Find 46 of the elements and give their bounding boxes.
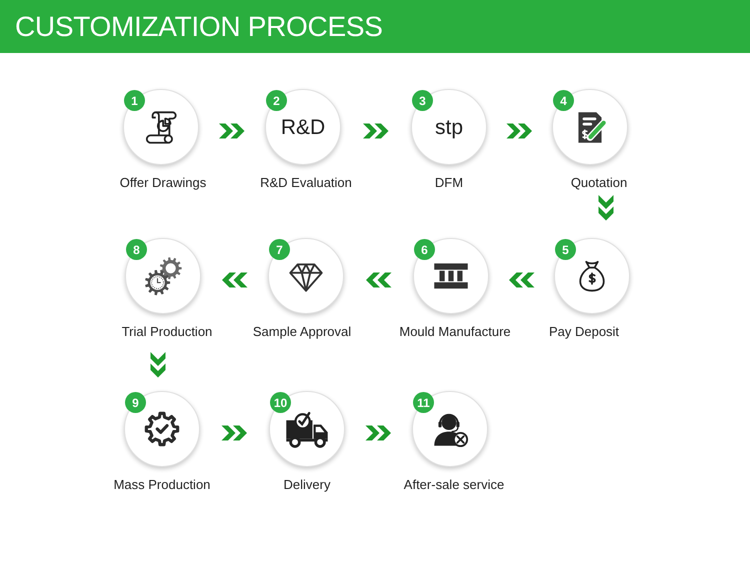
step-circle	[413, 238, 489, 314]
double-chevron-arrow	[222, 272, 248, 288]
step-circle	[125, 238, 201, 314]
step-caption: Quotation	[570, 175, 628, 191]
step-circle	[269, 391, 345, 467]
step-caption: DFM	[434, 175, 464, 191]
step-caption: After-sale service	[404, 477, 504, 493]
step-number-badge: 7	[269, 239, 290, 260]
double-chevron-arrow	[509, 272, 534, 288]
step-circle	[265, 89, 341, 165]
step-circle	[552, 89, 628, 165]
step-circle	[554, 238, 630, 314]
step-number-badge: 5	[555, 239, 576, 260]
step-circle	[412, 391, 488, 467]
step-circle	[268, 238, 344, 314]
step-caption: Offer Drawings	[120, 175, 206, 191]
step-caption: R&D Evaluation	[260, 175, 352, 191]
step-caption: Mould Manufacture	[399, 324, 511, 340]
step-number-badge: 8	[126, 239, 147, 260]
step-number-badge: 3	[412, 90, 433, 111]
double-chevron-arrow	[366, 426, 391, 440]
step-caption: Delivery	[284, 477, 330, 493]
step-circle	[411, 89, 487, 165]
circle-label: stp	[434, 116, 463, 138]
double-chevron-arrow	[366, 272, 392, 288]
page-title: CUSTOMIZATION PROCESS	[15, 10, 383, 42]
step-caption: Mass Production	[114, 477, 210, 493]
step-number-badge: 10	[270, 392, 291, 413]
double-chevron-arrow	[150, 352, 166, 378]
step-number-badge: 4	[553, 90, 574, 111]
double-chevron-arrow	[506, 124, 532, 138]
circle-label: R&D	[280, 116, 326, 138]
double-chevron-arrow	[598, 195, 614, 220]
step-number-badge: 9	[125, 392, 146, 413]
step-circle	[123, 89, 199, 165]
step-number-badge: 6	[414, 239, 435, 260]
step-caption: Sample Approval	[252, 324, 352, 340]
step-number-badge: 11	[413, 392, 434, 413]
step-caption: Trial Production	[122, 324, 212, 340]
step-number-badge: 2	[266, 90, 287, 111]
step-caption: Pay Deposit	[548, 324, 620, 340]
step-circle	[124, 391, 200, 467]
double-chevron-arrow	[222, 426, 247, 440]
double-chevron-arrow	[219, 124, 244, 138]
double-chevron-arrow	[363, 124, 388, 138]
step-number-badge: 1	[124, 90, 145, 111]
